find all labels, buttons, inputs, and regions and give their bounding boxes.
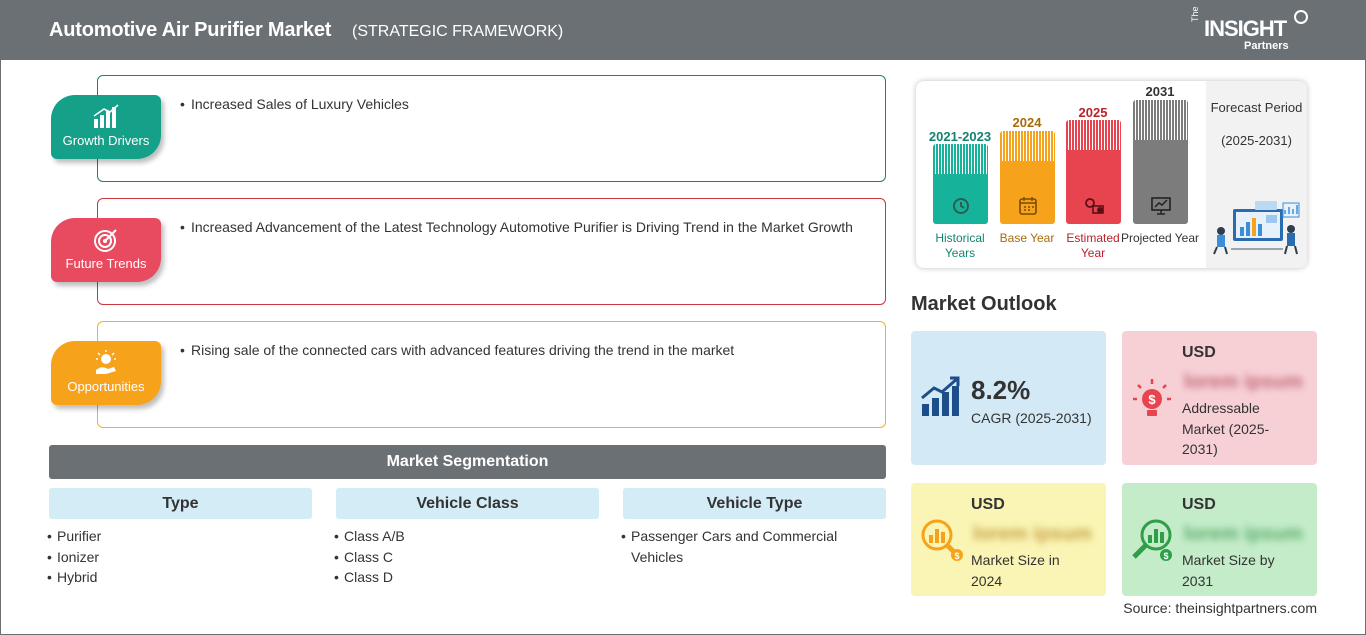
timeline-bar-historical [933, 144, 988, 224]
market-size-2024-currency: USD [971, 496, 1005, 513]
cagr-value: 8.2% [971, 375, 1031, 405]
market-size-2024-label: Market Size in 2024 [971, 552, 1060, 589]
svg-text:$: $ [954, 551, 959, 561]
market-segmentation-bar: Market Segmentation [49, 445, 886, 479]
timeline-bar-estimated [1066, 120, 1121, 224]
logo-ring-icon [1294, 10, 1308, 24]
forecast-period-title: Forecast Period [1210, 100, 1303, 115]
market-size-2024-value-blurred: lorem ipsum [973, 523, 1092, 545]
opportunities-box: Rising sale of the connected cars with a… [97, 321, 886, 428]
segment-vehicle-type: Vehicle Type Passenger Cars and Commerci… [621, 488, 886, 567]
opportunities-label: Opportunities [67, 379, 145, 394]
header-bar: Automotive Air Purifier Market (STRATEGI… [0, 0, 1366, 60]
timeline-year-projected: 2031 [1145, 84, 1175, 99]
segment-vehicle-type-heading: Vehicle Type [623, 488, 886, 519]
future-trends-box: Increased Advancement of the Latest Tech… [97, 198, 886, 305]
timeline-year-estimated: 2025 [1078, 105, 1108, 120]
list-item: Purifier [47, 526, 312, 547]
timeline-caption-base: Base Year [999, 231, 1055, 245]
target-icon [94, 229, 117, 252]
opportunities-tag: Opportunities [51, 341, 161, 405]
segment-vehicle-class-heading: Vehicle Class [336, 488, 599, 519]
growth-drivers-label: Growth Drivers [62, 133, 150, 148]
dollar-bulb-icon: $ [1133, 379, 1171, 416]
insight-partners-logo[interactable]: The INSIGHT Partners [1190, 6, 1320, 54]
list-item: Class D [334, 567, 599, 588]
source-credit: Source: theinsightpartners.com [1123, 600, 1317, 616]
future-trends-text: Increased Advancement of the Latest Tech… [180, 217, 869, 238]
market-size-2031-label: Market Size by 2031 [1182, 552, 1275, 589]
timeline-caption-historical: Historical Years [935, 231, 985, 260]
growth-chart-icon [921, 376, 960, 416]
market-size-2031-currency: USD [1182, 496, 1216, 513]
timeline-caption-estimated: Estimated Year [1066, 231, 1120, 260]
timeline-bar-base [1000, 131, 1055, 224]
timeline-bar-projected [1133, 100, 1188, 224]
magnifier-chart-icon: $ [921, 519, 963, 561]
lightbulb-hand-icon [96, 350, 116, 374]
segment-type-heading: Type [49, 488, 312, 519]
addressable-market-label: Addressable Market (2025-2031) [1182, 400, 1270, 457]
presentation-icon [1151, 197, 1171, 215]
segment-vehicle-class: Vehicle Class Class A/B Class C Class D [334, 488, 599, 588]
logo-the-text: The [1190, 6, 1200, 22]
history-icon [953, 198, 969, 214]
growth-drivers-box: Increased Sales of Luxury Vehicles [97, 75, 886, 182]
forecast-timeline-panel: Forecast Period (2025-2031) 2021-2023 Hi… [916, 81, 1307, 268]
svg-text:$: $ [1163, 551, 1168, 561]
list-item: Class A/B [334, 526, 599, 547]
bar-chart-icon [93, 104, 119, 128]
market-size-2031-card: $ USD lorem ipsum Market Size by 2031 [1122, 483, 1317, 596]
market-size-2024-card: $ USD lorem ipsum Market Size in 2024 [911, 483, 1106, 596]
future-trends-label: Future Trends [65, 256, 147, 271]
growth-drivers-text: Increased Sales of Luxury Vehicles [180, 94, 869, 115]
list-item: Class C [334, 547, 599, 568]
page-title: Automotive Air Purifier Market [49, 19, 332, 41]
segment-type: Type Purifier Ionizer Hybrid [47, 488, 312, 588]
magnifier-growth-icon: $ [1132, 519, 1172, 561]
page-subtitle: (STRATEGIC FRAMEWORK) [352, 23, 564, 40]
svg-text:$: $ [1148, 392, 1156, 407]
growth-drivers-tag: Growth Drivers [51, 95, 161, 159]
addressable-market-currency: USD [1182, 344, 1216, 361]
cagr-card: 8.2% CAGR (2025-2031) [911, 331, 1106, 465]
timeline-year-historical: 2021-2023 [928, 129, 992, 144]
future-trends-tag: Future Trends [51, 218, 161, 282]
list-item: Passenger Cars and Commercial Vehicles [621, 526, 863, 567]
list-item: Ionizer [47, 547, 312, 568]
logo-insight-text: INSIGHT [1204, 16, 1287, 41]
market-outlook-title: Market Outlook [911, 293, 1057, 315]
list-item: Hybrid [47, 567, 312, 588]
opportunities-text: Rising sale of the connected cars with a… [180, 340, 869, 361]
forecast-period-range: (2025-2031) [1221, 133, 1292, 148]
timeline-year-base: 2024 [1012, 115, 1042, 130]
addressable-market-value-blurred: lorem ipsum [1184, 371, 1303, 393]
cagr-label: CAGR (2025-2031) [971, 410, 1092, 426]
timeline-caption-projected: Projected Year [1120, 231, 1200, 245]
calendar-icon [1019, 197, 1037, 215]
gears-icon [1085, 198, 1104, 214]
analytics-team-illustration-icon [1213, 201, 1300, 255]
logo-partners-text: Partners [1244, 40, 1289, 52]
market-size-2031-value-blurred: lorem ipsum [1184, 523, 1303, 545]
addressable-market-card: $ USD lorem ipsum Addressable Market (20… [1122, 331, 1317, 465]
